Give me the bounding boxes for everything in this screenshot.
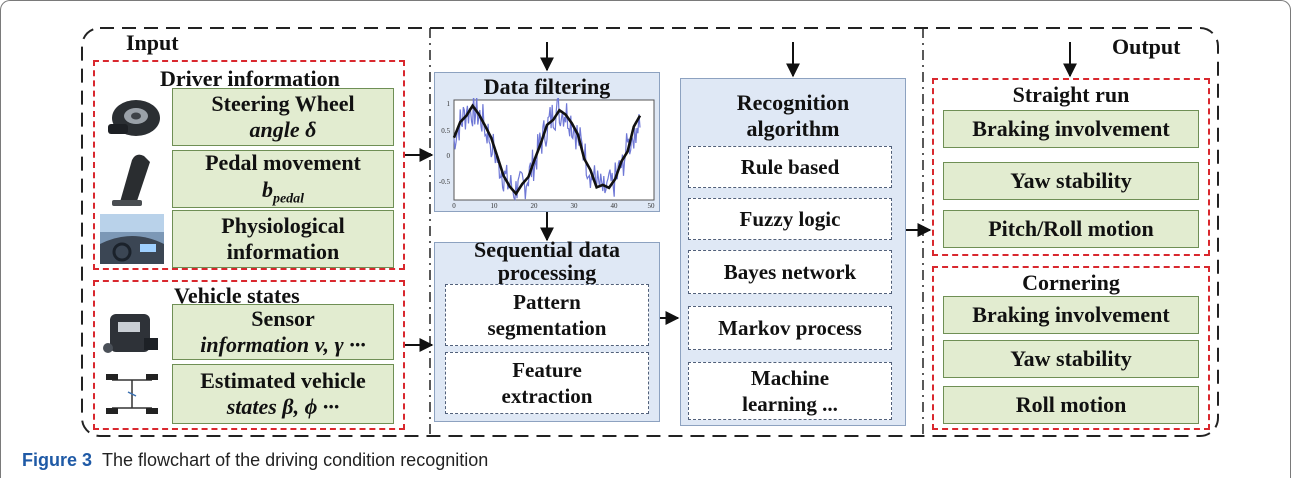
steering-wheel-icon [108, 100, 160, 136]
sensor-icon [103, 314, 158, 353]
ytick-1: 1 [447, 100, 451, 108]
caption-label: Figure 3 [22, 450, 93, 470]
xtick-30: 30 [571, 202, 579, 210]
cornering-title: Cornering [1022, 270, 1120, 295]
ytick-neg05: -0.5 [439, 178, 451, 186]
rule-based-box: Rule based [688, 146, 892, 188]
filtered-signal-plot: 1 0.5 0 -0.5 0 10 20 30 40 50 [439, 98, 656, 210]
figure-caption: Figure 3 The flowchart of the driving co… [22, 450, 488, 471]
car-interior-icon [100, 214, 164, 264]
vehicle-states-title: Vehicle states [174, 283, 300, 308]
straight-yaw-box: Yaw stability [943, 162, 1199, 200]
bayes-network-box: Bayes network [688, 250, 892, 294]
ytick-0: 0 [447, 152, 451, 160]
raw-signal-line [453, 98, 641, 201]
section-output-title: Output [1112, 34, 1181, 59]
straight-pitch-roll-box: Pitch/Roll motion [943, 210, 1199, 248]
pedal-icon [112, 154, 150, 206]
cornering-yaw-box: Yaw stability [943, 340, 1199, 378]
markov-process-box: Markov process [688, 306, 892, 350]
xtick-0: 0 [452, 202, 456, 210]
fuzzy-logic-box: Fuzzy logic [688, 198, 892, 240]
cornering-roll-box: Roll motion [943, 386, 1199, 424]
straight-braking-box: Braking involvement [943, 110, 1199, 148]
section-input-title: Input [126, 30, 179, 55]
driver-info-group [93, 60, 405, 270]
driver-info-title: Driver information [160, 66, 340, 91]
cornering-group [932, 266, 1210, 430]
vehicle-states-group [93, 280, 405, 430]
data-filtering-title: Data filtering [483, 74, 611, 99]
cornering-braking-box: Braking involvement [943, 296, 1199, 334]
xtick-10: 10 [491, 202, 499, 210]
xtick-40: 40 [611, 202, 619, 210]
straight-run-title: Straight run [1012, 82, 1130, 107]
outer-dashed-frame [81, 27, 1219, 437]
vehicle-model-icon [106, 374, 158, 414]
xtick-50: 50 [648, 202, 656, 210]
filtered-signal-line [452, 103, 642, 196]
caption-text: The flowchart of the driving condition r… [102, 450, 489, 470]
straight-run-group [932, 78, 1210, 256]
xtick-20: 20 [531, 202, 539, 210]
ytick-05: 0.5 [441, 127, 450, 135]
